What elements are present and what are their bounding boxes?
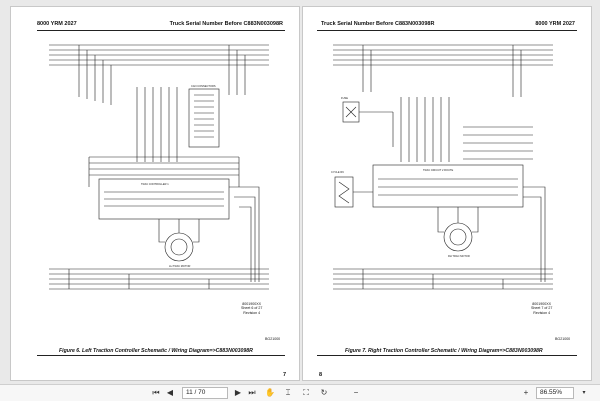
- connector-label: CAN CONNECTORS: [191, 84, 216, 88]
- left-schematic-diagram: CAN CONNECTORS TRAC CONTROLLER 1 LH TRAC…: [49, 44, 269, 290]
- next-page-icon[interactable]: ▶: [234, 388, 242, 397]
- document-page-right: Truck Serial Number Before C883N003098R …: [302, 6, 592, 381]
- zoom-dropdown-icon[interactable]: ▾: [582, 390, 586, 396]
- can-connector-block: [188, 88, 220, 148]
- figure-caption: Figure 6. Left Traction Controller Schem…: [59, 348, 253, 354]
- drawing-number: 8001900XX: [242, 302, 262, 306]
- hand-tool-icon[interactable]: ✋: [265, 388, 275, 397]
- footer-rule: [37, 355, 285, 356]
- figure-caption: Figure 7. Right Traction Controller Sche…: [345, 348, 543, 354]
- first-page-icon[interactable]: ⏮: [152, 388, 160, 397]
- drawing-meta-right: 8001900XX Sheet 7 of 27 Revision 4: [531, 302, 552, 315]
- page-number: 7: [283, 372, 287, 378]
- controller-label: TRAC CIRCUIT 2 ROUTE: [423, 168, 453, 172]
- revision: Revision 4: [243, 310, 261, 315]
- zoom-in-icon[interactable]: +: [523, 388, 529, 397]
- viewer-toolbar: ⏮ ◀ 11 / 70 ▶ ⏭ ✋ ⌶ ⛶ ↻ − 86.55% ▾ +: [0, 384, 600, 401]
- traction-motor-symbol: [443, 222, 473, 252]
- motor-label: LH TRAC MOTOR: [169, 264, 191, 268]
- controller-label: TRAC CONTROLLER 1: [141, 182, 169, 186]
- sheet-number: Sheet 7 of 27: [531, 306, 553, 311]
- document-page-left: 8000 YRM 2027 Truck Serial Number Before…: [10, 6, 300, 381]
- page-number: 8: [319, 372, 323, 378]
- motor-label: RH TRAC MOTOR: [448, 254, 470, 258]
- header-rule: [37, 30, 285, 31]
- resistor-pack: [334, 176, 354, 208]
- select-tool-icon[interactable]: ⌶: [285, 388, 291, 397]
- traction-motor-symbol: [164, 232, 194, 262]
- drawing-number: 8001900XX: [532, 302, 552, 306]
- right-schematic-diagram: FUSE TRAC CIRCUIT 2 ROUTE CYCLE R9 RH TR…: [331, 44, 553, 290]
- drawing-meta-left: 8001900XX Sheet 6 of 27 Revision 4: [241, 302, 262, 315]
- rotate-icon[interactable]: ↻: [320, 388, 328, 397]
- left-top-bus: [49, 44, 269, 105]
- resistor-label: CYCLE R9: [331, 170, 344, 174]
- fuse-label: FUSE: [341, 96, 348, 100]
- previous-page-icon[interactable]: ◀: [166, 388, 174, 397]
- last-page-icon[interactable]: ⏭: [248, 388, 256, 397]
- ref-code: BG21000: [555, 337, 571, 341]
- zoom-level-field[interactable]: 86.55%: [536, 387, 574, 399]
- page-number-input[interactable]: 11 / 70: [182, 387, 228, 399]
- fit-page-icon[interactable]: ⛶: [303, 388, 309, 397]
- footer-rule: [317, 355, 577, 356]
- traction-controller-box: [372, 164, 524, 208]
- page-header-right: 8000 YRM 2027: [535, 21, 575, 27]
- header-rule: [317, 30, 577, 31]
- revision: Revision 4: [533, 310, 551, 315]
- sheet-number: Sheet 6 of 27: [241, 306, 263, 311]
- page-header-left: 8000 YRM 2027: [37, 21, 77, 27]
- page-header-right: Truck Serial Number Before C883N003098R: [169, 21, 283, 27]
- zoom-out-icon[interactable]: −: [353, 388, 359, 397]
- ref-code: BG21000: [265, 337, 281, 341]
- page-header-left: Truck Serial Number Before C883N003098R: [321, 21, 435, 27]
